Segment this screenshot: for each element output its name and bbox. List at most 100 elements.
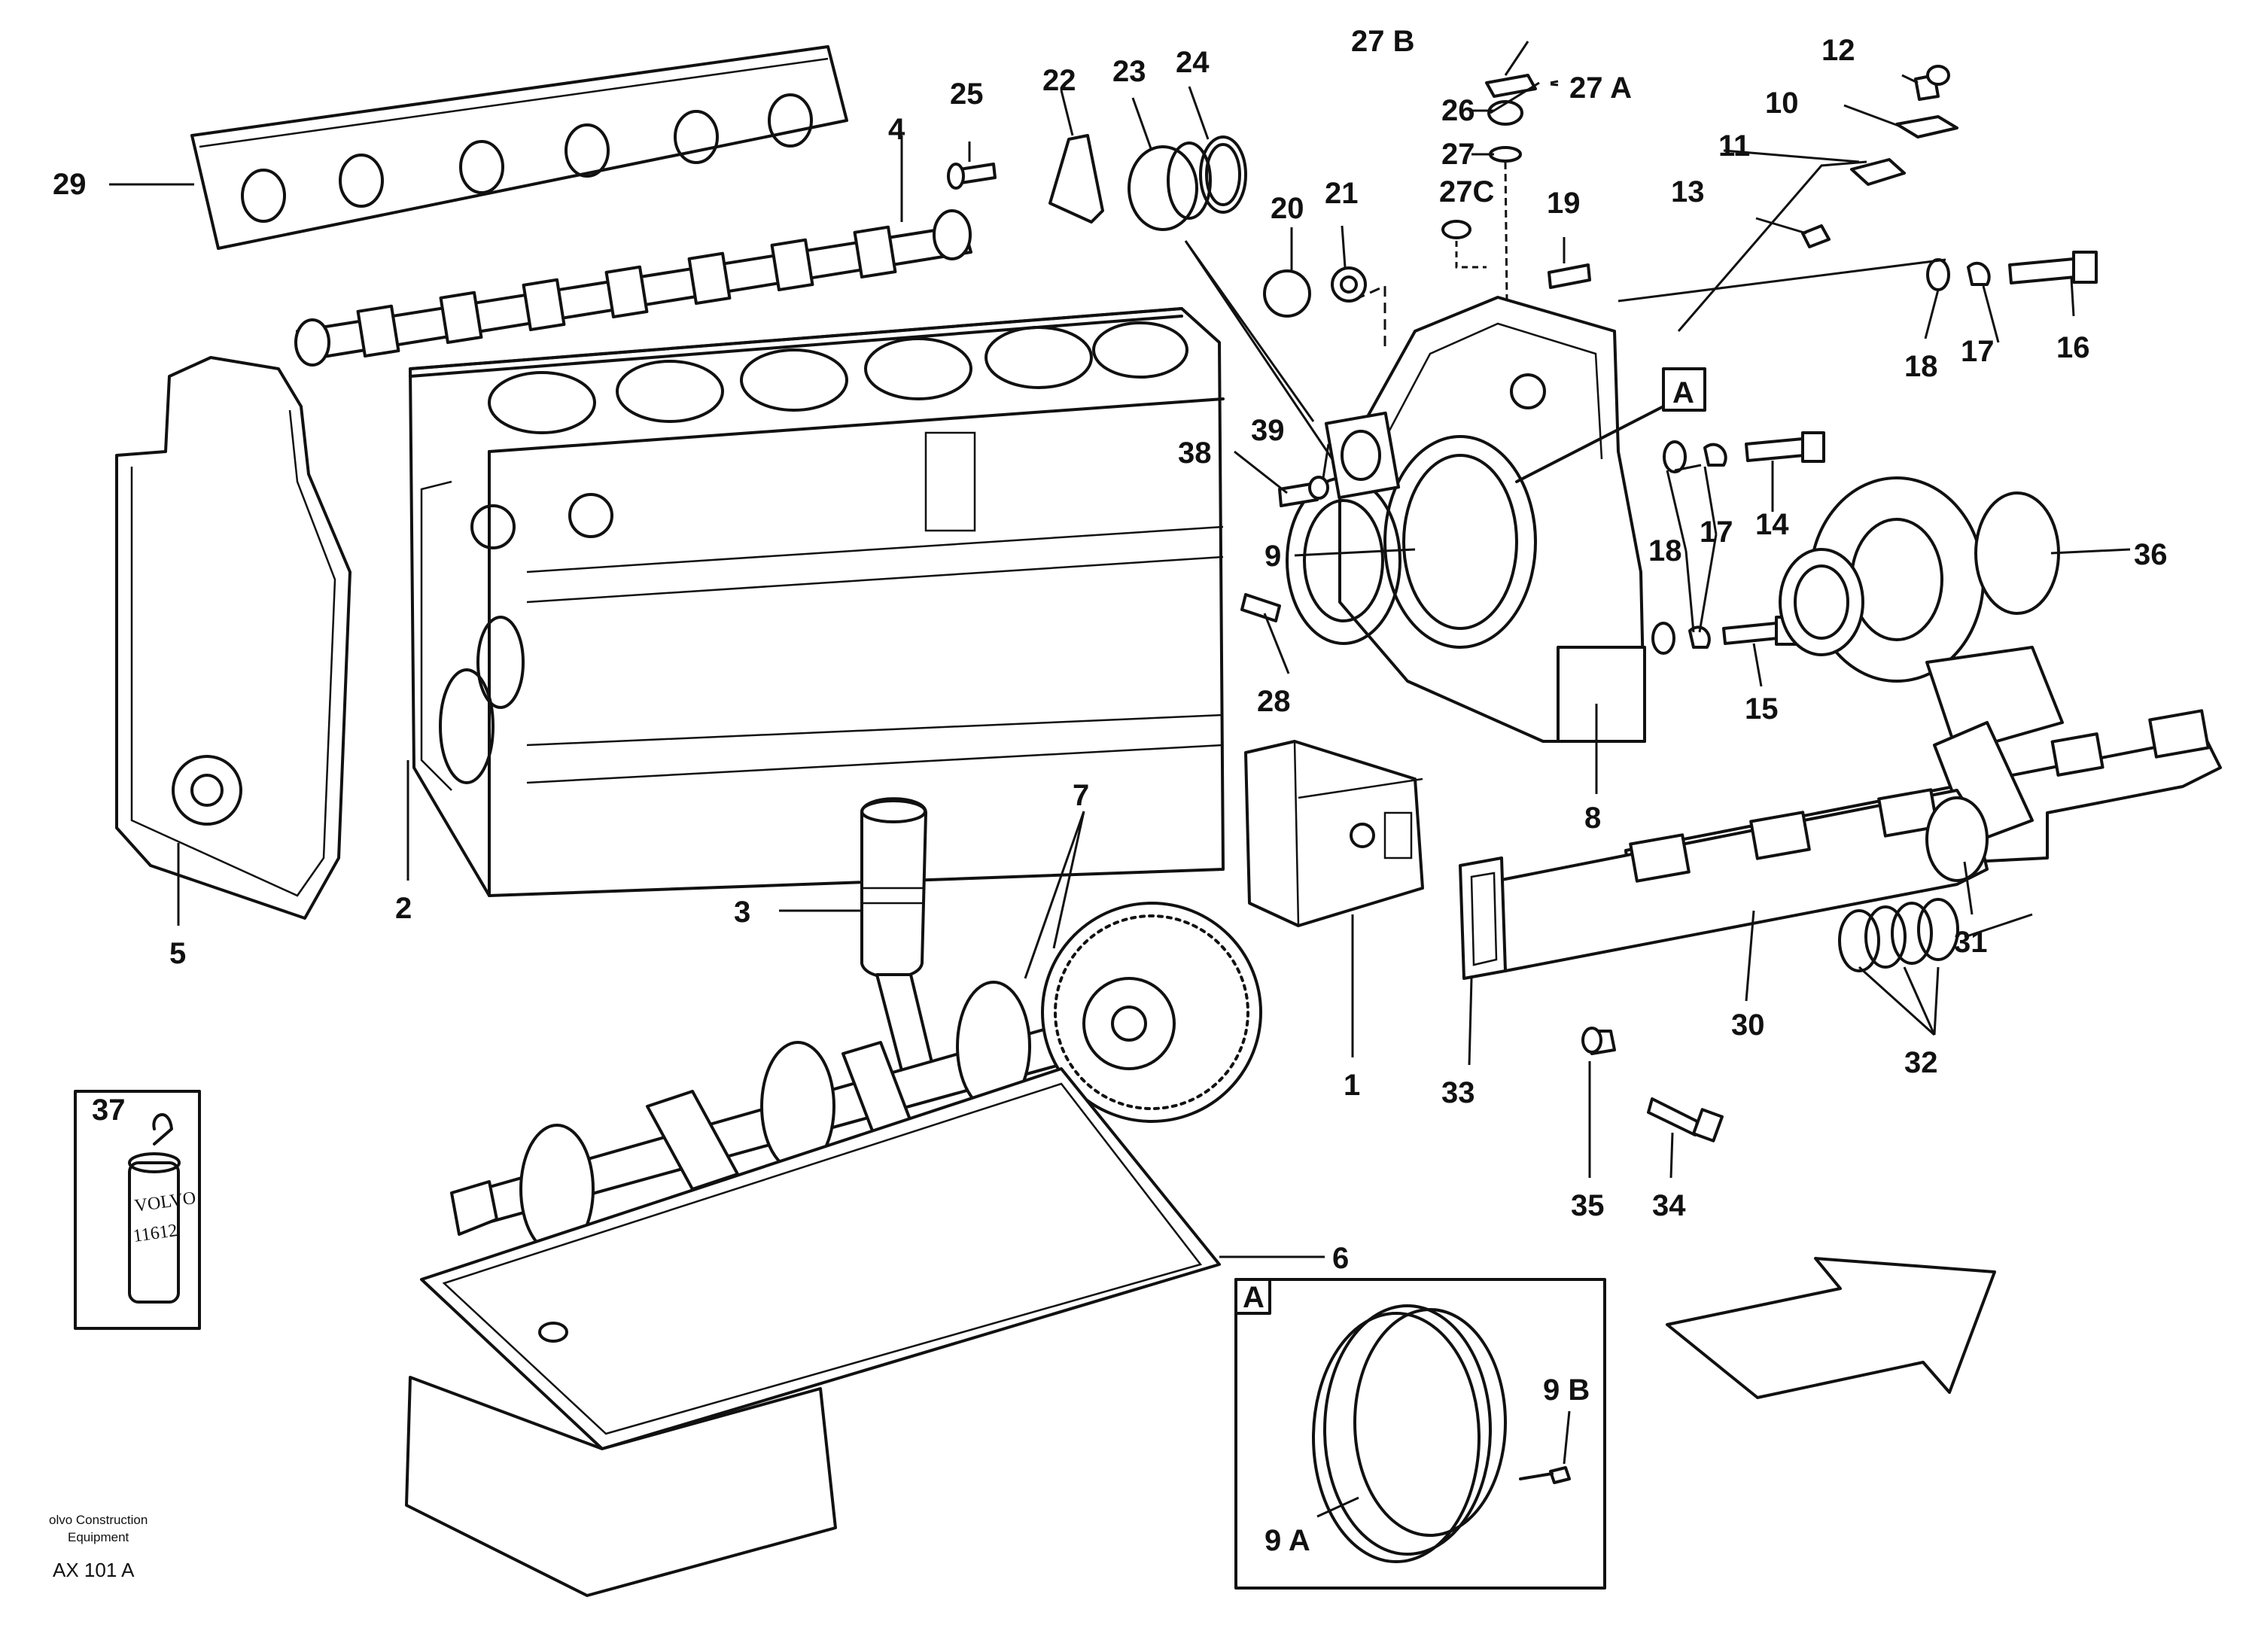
direction-arrow: [1666, 1257, 1996, 1399]
bracket-27a: [1485, 74, 1537, 98]
cover-11: [1850, 158, 1906, 186]
label-17b: 17: [1700, 516, 1733, 549]
label-29: 29: [53, 168, 87, 201]
label-18a: 18: [1904, 350, 1938, 383]
label-32: 32: [1904, 1046, 1938, 1079]
washer-39: [1308, 476, 1329, 500]
lock-17-top: [1967, 261, 1991, 286]
label-21: 21: [1325, 177, 1359, 210]
washer-18: [1663, 440, 1687, 473]
cover-plate-22: [1048, 134, 1104, 224]
label-20: 20: [1271, 192, 1304, 225]
label-18b: 18: [1648, 534, 1682, 567]
bolt-15: [1722, 622, 1779, 645]
label-27c: 27C: [1439, 175, 1494, 208]
o-ring-24: [1199, 135, 1247, 214]
label-17a: 17: [1961, 335, 1995, 368]
label-9b: 9 B: [1543, 1374, 1590, 1407]
figure-id: AX 101 A: [53, 1559, 135, 1581]
flywheel-housing-8: [1286, 296, 1646, 743]
housing-1: [1244, 740, 1424, 927]
camshaft-4: [294, 209, 972, 367]
label-8: 8: [1584, 802, 1601, 835]
small-parts-right-upper: [1240, 65, 2098, 655]
cap-26: [1487, 100, 1523, 126]
cylinder-block-2: [409, 307, 1225, 897]
label-6: 6: [1332, 1242, 1349, 1275]
label-27: 27: [1441, 138, 1475, 171]
label-10: 10: [1765, 87, 1799, 120]
label-25: 25: [950, 78, 984, 111]
label-5: 5: [169, 937, 186, 970]
label-1: 1: [1344, 1069, 1360, 1102]
screw-19: [1548, 263, 1591, 289]
label-24: 24: [1176, 46, 1210, 79]
washer-18-top: [1926, 258, 1950, 291]
label-36: 36: [2134, 538, 2168, 571]
label-4: 4: [888, 113, 905, 146]
piston-3: [860, 797, 935, 1078]
label-2: 2: [395, 892, 412, 925]
label-22: 22: [1042, 64, 1076, 97]
fitting-28: [1240, 593, 1281, 622]
label-19: 19: [1547, 187, 1581, 220]
company-line-2: Equipment: [68, 1530, 129, 1544]
label-3: 3: [734, 896, 750, 929]
label-9: 9: [1265, 540, 1281, 573]
plug-20: [1263, 269, 1311, 318]
label-16: 16: [2056, 331, 2090, 364]
label-30: 30: [1731, 1009, 1765, 1042]
label-39: 39: [1251, 414, 1285, 447]
bolt-14: [1745, 437, 1806, 462]
leader-lines: [109, 41, 2131, 1518]
label-38: 38: [1178, 437, 1212, 470]
timing-cover-5: [115, 356, 352, 920]
bolt-16: [2008, 257, 2077, 284]
detail-callout-a: [1515, 367, 1706, 483]
plug-23: [1128, 145, 1198, 231]
label-14: 14: [1755, 508, 1789, 541]
spacer-35: [1581, 1027, 1616, 1055]
inset-label-a: A: [1243, 1281, 1265, 1314]
label-12: 12: [1821, 34, 1855, 67]
oil-sump-6: [405, 1067, 1221, 1597]
label-27a: 27 A: [1569, 71, 1632, 105]
company-line-1: olvo Construction: [49, 1513, 148, 1527]
label-15: 15: [1745, 692, 1779, 726]
screw-38: [1278, 482, 1319, 507]
washer-21: [1331, 266, 1367, 303]
label-26: 26: [1441, 94, 1475, 127]
crankshaft-7: [450, 902, 1262, 1255]
label-7: 7: [1073, 779, 1089, 812]
lock-17: [1703, 443, 1727, 467]
inset-letter-box: [1234, 1278, 1271, 1315]
plate-10: [1895, 115, 1958, 138]
sealant-can-37: VOLVO 11612: [74, 1090, 201, 1330]
label-13: 13: [1671, 175, 1705, 208]
label-34: 34: [1652, 1189, 1686, 1222]
turbocharger-36: [1779, 476, 2064, 754]
plug-27c: [1441, 220, 1471, 239]
label-9a: 9 A: [1265, 1524, 1310, 1557]
label-31: 31: [1954, 926, 1988, 959]
screw-25: [958, 163, 997, 184]
cover-gasket-29: [190, 45, 848, 250]
breather-13: [1801, 224, 1831, 248]
label-11: 11: [1718, 129, 1750, 163]
callout-letter-a: A: [1672, 376, 1694, 409]
footer-credit: olvo Construction Equipment AX 101 A: [49, 1513, 148, 1581]
exhaust-manifold-30: [1496, 788, 1989, 972]
label-35: 35: [1571, 1189, 1605, 1222]
bolt-34: [1647, 1097, 1724, 1142]
label-28: 28: [1257, 685, 1291, 718]
rings-32: [1838, 898, 1959, 972]
small-parts-upper: [947, 74, 1591, 1401]
washer-27: [1489, 146, 1522, 163]
gasket-33: [1459, 856, 1507, 980]
label-27b: 27 B: [1351, 25, 1415, 58]
inset-a-seal-detail: [1234, 1278, 1606, 1590]
label-37: 37: [92, 1094, 126, 1127]
label-23: 23: [1112, 55, 1146, 88]
part-labels: 29 4 25 22 23 24 27 B 27 A 26 27 27C 20 …: [53, 25, 2168, 1557]
